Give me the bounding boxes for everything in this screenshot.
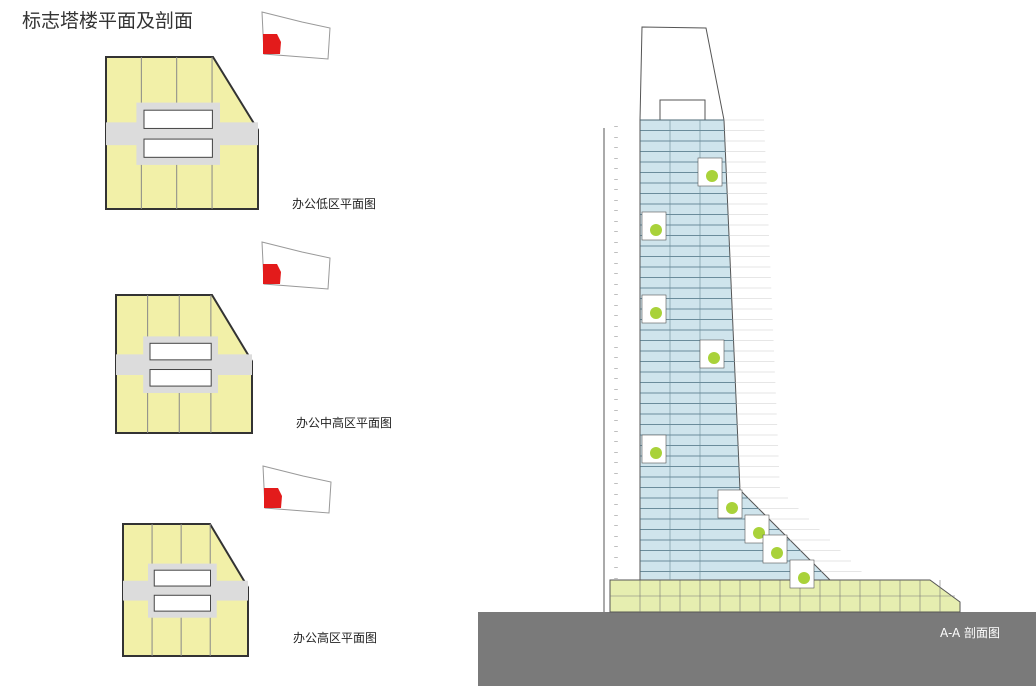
level-mark: —: [614, 135, 618, 140]
level-mark: —: [614, 544, 618, 549]
level-mark: —: [614, 156, 618, 161]
level-mark: —: [614, 429, 618, 434]
crown-box: [659, 99, 706, 121]
level-mark: —: [614, 198, 618, 203]
level-mark: —: [614, 376, 618, 381]
level-mark: —: [614, 534, 618, 539]
level-mark: —: [614, 303, 618, 308]
level-mark: —: [614, 355, 618, 360]
level-mark: —: [614, 471, 618, 476]
level-mark: —: [614, 177, 618, 182]
level-mark: —: [614, 282, 618, 287]
level-mark: —: [614, 219, 618, 224]
level-mark: —: [614, 145, 618, 150]
level-mark: —: [614, 261, 618, 266]
level-mark: —: [614, 345, 618, 350]
level-mark: —: [614, 271, 618, 276]
level-mark: —: [614, 397, 618, 402]
level-mark: —: [614, 439, 618, 444]
plan-label-mid-high: 办公中高区平面图: [296, 416, 393, 430]
core-upper: [149, 342, 212, 361]
tree-icon: [650, 447, 662, 459]
level-mark: —: [614, 292, 618, 297]
level-mark: —: [614, 208, 618, 213]
level-mark: —: [614, 240, 618, 245]
core-upper: [153, 569, 211, 587]
core-lower: [143, 138, 213, 158]
level-mark: —: [614, 576, 618, 581]
site-highlight: [264, 488, 282, 508]
level-mark: —: [614, 502, 618, 507]
core-lower: [153, 594, 211, 612]
level-mark: —: [614, 166, 618, 171]
ground: [478, 612, 1036, 686]
core-lower: [149, 369, 212, 387]
tree-icon: [708, 352, 720, 364]
level-mark: —: [614, 250, 618, 255]
level-mark: —: [614, 460, 618, 465]
level-mark: —: [614, 481, 618, 486]
core-upper: [143, 109, 213, 129]
level-mark: —: [614, 229, 618, 234]
tree-icon: [771, 547, 783, 559]
site-highlight: [263, 264, 281, 284]
tree-icon: [706, 170, 718, 182]
plan-label-low: 办公低区平面图: [292, 197, 377, 211]
sky-garden: [789, 559, 815, 589]
tree-icon: [650, 224, 662, 236]
tree-icon: [753, 527, 765, 539]
level-mark: —: [614, 492, 618, 497]
tree-icon: [650, 307, 662, 319]
level-mark: —: [614, 124, 618, 129]
level-mark: —: [614, 523, 618, 528]
level-mark: —: [614, 187, 618, 192]
level-mark: —: [614, 565, 618, 570]
level-mark: —: [614, 408, 618, 413]
level-mark: —: [614, 555, 618, 560]
level-mark: —: [614, 513, 618, 518]
level-mark: —: [614, 450, 618, 455]
site-highlight: [263, 34, 281, 54]
level-mark: —: [614, 324, 618, 329]
level-mark: —: [614, 334, 618, 339]
section-label: A-A 剖面图: [940, 626, 1001, 640]
tree-icon: [726, 502, 738, 514]
level-mark: —: [614, 418, 618, 423]
level-mark: —: [614, 366, 618, 371]
level-mark: —: [614, 313, 618, 318]
level-mark: —: [614, 387, 618, 392]
plan-label-high: 办公高区平面图: [293, 631, 378, 645]
tree-icon: [798, 572, 810, 584]
page-title: 标志塔楼平面及剖面: [22, 10, 194, 32]
